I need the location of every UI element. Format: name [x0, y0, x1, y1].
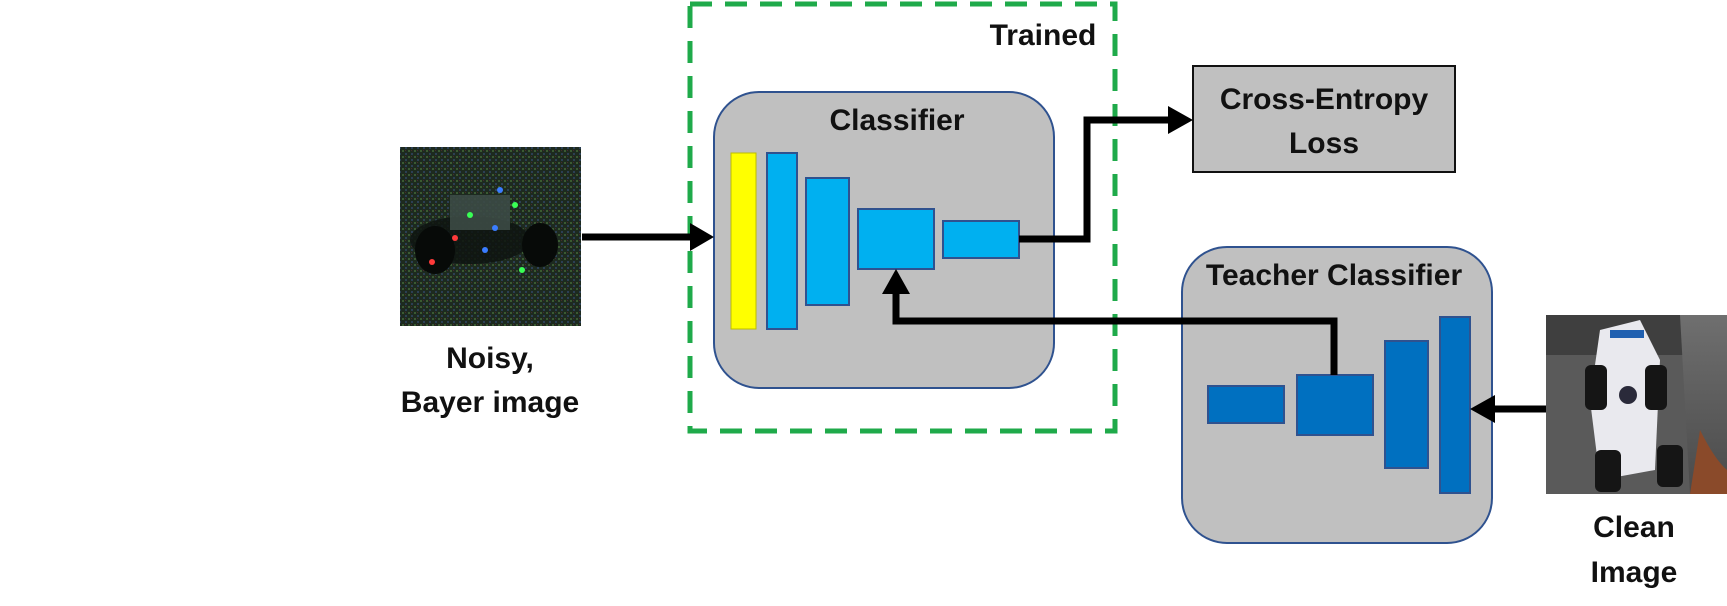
noisy-label-line2: Bayer image — [401, 386, 579, 419]
clean-label-line1: Clean — [1593, 511, 1675, 544]
cross-entropy-loss-box — [1192, 65, 1456, 173]
arrow-input-to-classifier — [582, 223, 714, 251]
student-layer-4 — [942, 220, 1020, 259]
teacher-classifier-title: Teacher Classifier — [1206, 259, 1463, 292]
input-layer — [730, 152, 757, 330]
arrow-teacher-to-student — [882, 269, 1338, 375]
clean-image — [1546, 315, 1727, 494]
trained-region — [687, 1, 1118, 434]
cross-entropy-label-line2: Loss — [1289, 127, 1359, 160]
student-layer-2 — [805, 177, 850, 306]
teacher-layer-1 — [1439, 316, 1471, 494]
student-layer-3 — [857, 208, 935, 270]
cross-entropy-label-line1: Cross-Entropy — [1220, 83, 1429, 116]
student-layer-1 — [766, 152, 798, 330]
teacher-layer-4 — [1207, 385, 1285, 424]
classifier-title: Classifier — [829, 104, 964, 137]
clean-label-line2: Image — [1591, 556, 1678, 589]
teacher-layer-3 — [1296, 374, 1374, 436]
noisy-bayer-image — [400, 147, 581, 326]
arrow-clean-to-teacher — [1470, 395, 1546, 423]
noisy-label-line1: Noisy, — [446, 342, 534, 375]
trained-label: Trained — [990, 19, 1097, 52]
teacher-layer-2 — [1384, 340, 1429, 469]
arrow-classifier-to-loss — [1019, 106, 1193, 243]
